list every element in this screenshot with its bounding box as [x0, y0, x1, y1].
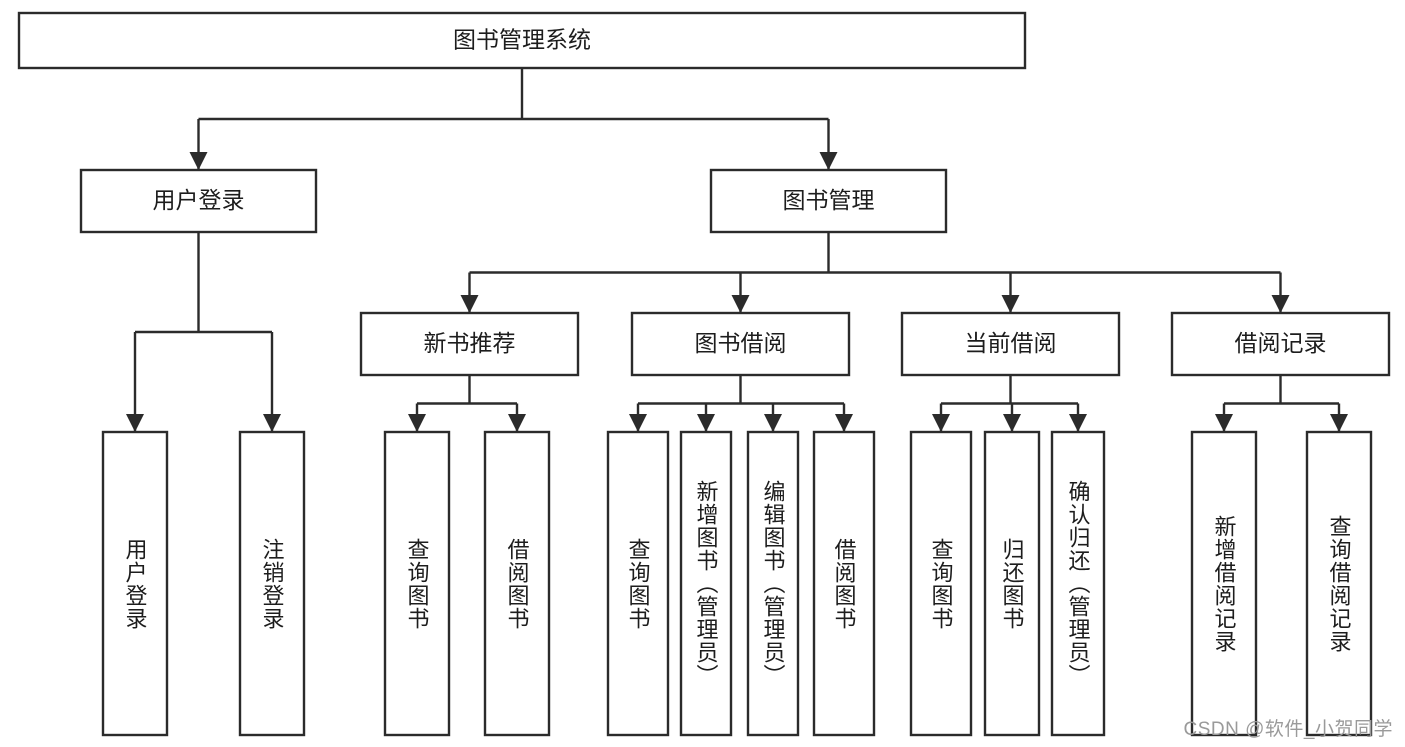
arrow-head-current-borrow-to-leaf-query-book-cur: [932, 414, 950, 432]
arrow-head-book-manage-to-borrow-record: [1271, 295, 1290, 313]
node-box-leaf-return-book[interactable]: [983, 430, 1041, 737]
node-label-new-book-recommend: 新书推荐: [424, 330, 516, 356]
node-box-current-borrow[interactable]: [900, 311, 1121, 377]
node-label-user-login: 用户登录: [153, 187, 245, 213]
node-box-leaf-user-login[interactable]: [101, 430, 169, 737]
node-box-leaf-borrow-book[interactable]: [812, 430, 876, 737]
node-label-current-borrow: 当前借阅: [965, 330, 1057, 356]
node-box-book-borrow[interactable]: [630, 311, 851, 377]
arrow-head-book-manage-to-book-borrow: [731, 295, 750, 313]
edges-layer: [126, 68, 1348, 432]
node-box-leaf-query-borrow-record[interactable]: [1305, 430, 1373, 737]
node-box-leaf-borrow-book-rec[interactable]: [483, 430, 551, 737]
arrow-head-book-manage-to-new-book-recommend: [460, 295, 479, 313]
node-box-leaf-query-book-borrow[interactable]: [606, 430, 670, 737]
node-box-leaf-add-borrow-record[interactable]: [1190, 430, 1258, 737]
node-box-leaf-confirm-return-admin[interactable]: [1050, 430, 1106, 737]
arrow-head-user-login-to-leaf-user-login: [126, 414, 144, 432]
node-box-leaf-logout-login[interactable]: [238, 430, 306, 737]
arrow-head-new-book-recommend-to-leaf-borrow-book-rec: [508, 414, 526, 432]
node-box-leaf-add-book-admin[interactable]: [679, 430, 733, 737]
arrow-head-book-borrow-to-leaf-borrow-book: [835, 414, 853, 432]
node-label-book-manage: 图书管理: [783, 187, 875, 213]
arrow-head-root-to-user-login: [189, 152, 208, 170]
boxes-layer: [17, 11, 1391, 737]
node-label-borrow-record: 借阅记录: [1235, 330, 1327, 356]
arrow-head-current-borrow-to-leaf-return-book: [1003, 414, 1021, 432]
node-box-user-login[interactable]: [79, 168, 318, 234]
node-box-root[interactable]: [17, 11, 1027, 70]
arrow-head-user-login-to-leaf-logout-login: [263, 414, 281, 432]
arrow-head-book-borrow-to-leaf-edit-book-admin: [764, 414, 782, 432]
node-box-borrow-record[interactable]: [1170, 311, 1391, 377]
arrow-head-book-manage-to-current-borrow: [1001, 295, 1020, 313]
arrow-head-new-book-recommend-to-leaf-query-book-rec: [408, 414, 426, 432]
arrow-head-root-to-book-manage: [819, 152, 838, 170]
node-label-book-borrow: 图书借阅: [695, 330, 787, 356]
node-box-book-manage[interactable]: [709, 168, 948, 234]
node-box-leaf-query-book-cur[interactable]: [909, 430, 973, 737]
arrow-head-current-borrow-to-leaf-confirm-return-admin: [1069, 414, 1087, 432]
arrow-head-book-borrow-to-leaf-add-book-admin: [697, 414, 715, 432]
node-label-root: 图书管理系统: [453, 27, 591, 53]
node-box-new-book-recommend[interactable]: [359, 311, 580, 377]
node-box-leaf-edit-book-admin[interactable]: [746, 430, 800, 737]
arrow-head-borrow-record-to-leaf-query-borrow-record: [1330, 414, 1348, 432]
node-box-leaf-query-book-rec[interactable]: [383, 430, 451, 737]
arrow-head-borrow-record-to-leaf-add-borrow-record: [1215, 414, 1233, 432]
arrow-head-book-borrow-to-leaf-query-book-borrow: [629, 414, 647, 432]
